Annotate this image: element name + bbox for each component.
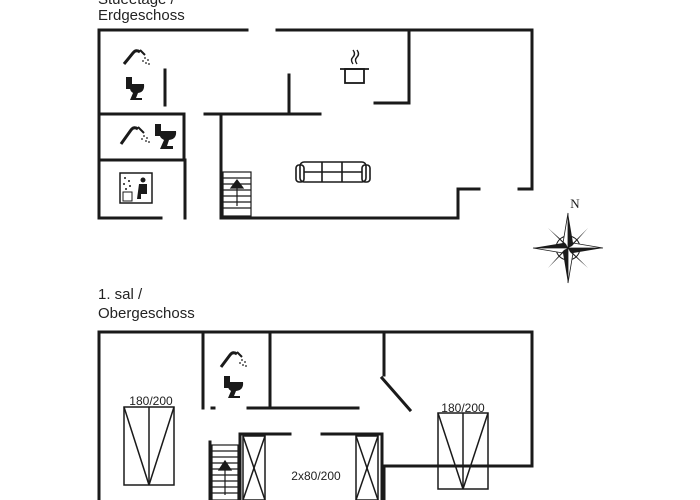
ground-floor-title-line2: Erdgeschoss — [98, 7, 185, 24]
stairs-up-icon — [222, 171, 252, 217]
shower-icon — [119, 126, 150, 145]
toilet-icon — [126, 77, 145, 100]
compass-rose-icon — [532, 212, 604, 284]
stairs-up-icon — [211, 444, 239, 500]
toilet-icon — [155, 124, 177, 149]
upper-floor-title-line1: 1. sal / — [98, 286, 143, 303]
wardrobe-icon — [242, 435, 266, 500]
compass-north-label: N — [570, 196, 580, 211]
wardrobe-icon — [123, 406, 175, 486]
sofa-icon — [295, 161, 371, 183]
wardrobe-icon — [355, 435, 379, 500]
bed-size-right-label: 180/200 — [441, 401, 485, 415]
toilet-icon — [224, 376, 244, 398]
ground-floor-title-line1: Stueetage / — [98, 0, 175, 9]
upper-floor-title-line2: Obergeschoss — [98, 305, 195, 322]
upper-floor-walls — [97, 330, 534, 500]
shower-icon — [122, 49, 150, 65]
wardrobe-icon — [437, 412, 489, 490]
ground-floor-walls — [97, 28, 534, 220]
bed-size-middle-label: 2x80/200 — [291, 469, 341, 483]
sauna-icon — [119, 172, 153, 204]
kitchen-pot-icon — [340, 49, 369, 84]
bed-size-left-label: 180/200 — [129, 394, 173, 408]
shower-icon — [219, 351, 247, 368]
